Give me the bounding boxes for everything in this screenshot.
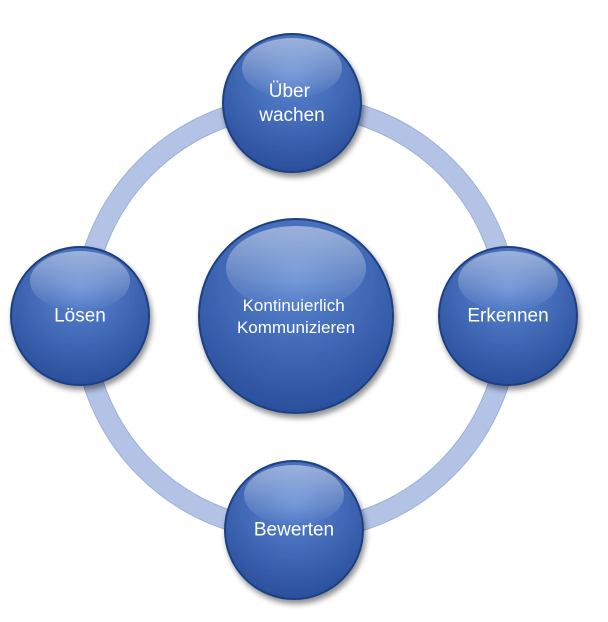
node-left-label: Lösen xyxy=(54,306,106,327)
center-label-line-1: Kontinuierlich xyxy=(243,296,345,315)
node-left xyxy=(10,246,150,386)
node-right-label: Erkennen xyxy=(467,306,548,327)
node-top-label-line-1: Über xyxy=(269,81,311,102)
node-bottom-label: Bewerten xyxy=(254,520,334,541)
node-top-label-line-2: wachen xyxy=(258,105,325,126)
node-top xyxy=(222,33,362,173)
node-right xyxy=(438,246,578,386)
center-label-line-2: Kommunizieren xyxy=(237,318,355,337)
node-bottom xyxy=(224,460,364,600)
node-top-label: Über wachen xyxy=(258,81,325,126)
center-node xyxy=(198,218,394,414)
center-node-label: Kontinuierlich Kommunizieren xyxy=(237,296,355,337)
